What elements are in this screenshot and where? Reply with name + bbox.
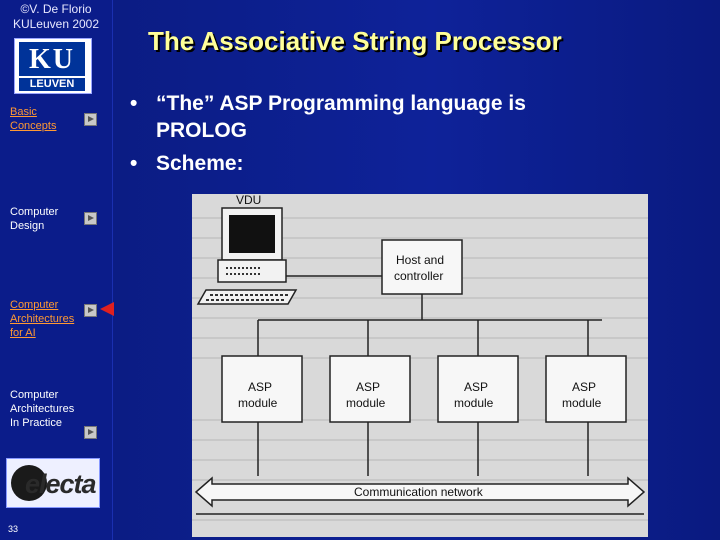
current-section-marker-icon [100,302,114,316]
author-line-2: KULeuven 2002 [12,17,100,31]
slide-title: The Associative String Processor [148,26,562,56]
module-label-line-2: module [562,396,602,410]
host-controller-box: Host and controller [381,239,463,295]
bullet-icon: • [130,92,138,115]
nav-item-label-line-2: Concepts [10,120,57,132]
asp-module-box: ASP module [221,355,303,423]
nav-item-computer-architectures-practice[interactable]: Computer Architectures In Practice [10,388,98,430]
bullet-icon: • [130,152,138,175]
vdu-label: VDU [236,194,261,207]
nav-item-label-line-3: In Practice [10,417,62,429]
nav-arrow-button-computer-design[interactable] [84,212,97,225]
ku-logo-word: LEUVEN [19,78,85,91]
nav-item-computer-architectures-ai[interactable]: Computer Architectures for AI [10,298,98,340]
ku-logo-mark: KU [29,44,75,75]
network-label: Communication network [354,485,484,499]
asp-module-box: ASP module [545,355,627,423]
nav-item-basic-concepts[interactable]: Basic Concepts [10,105,98,133]
module-label-line-1: ASP [356,380,380,394]
bullet-item: • “The” ASP Programming language is PROL… [130,90,710,144]
bullet-text-line-1: Scheme: [156,152,244,175]
nav-item-label-line-2: Architectures [10,313,75,325]
vdu-terminal-icon [196,207,298,305]
asp-module-box: ASP module [437,355,519,423]
nav-arrow-button-computer-architectures-practice[interactable] [84,426,97,439]
asp-architecture-figure: VDU Host and controller [192,194,648,537]
nav-item-label-line-1: Computer [10,299,59,311]
module-label-line-1: ASP [248,380,272,394]
module-label-line-2: module [346,396,386,410]
bullet-list: • “The” ASP Programming language is PROL… [130,90,710,183]
electa-logo-circle-icon [11,465,47,501]
bullet-text-line-2: PROLOG [156,119,248,142]
host-label-line-1: Host and [396,253,444,267]
module-label-line-2: module [454,396,494,410]
nav-item-label-line-1: Basic [10,106,37,118]
asp-module-box: ASP module [329,355,411,423]
bullet-item: • Scheme: [130,150,710,177]
nav-item-computer-design[interactable]: Computer Design [10,205,98,233]
communication-network-arrow: Communication network [194,476,646,508]
nav-arrow-button-computer-architectures-ai[interactable] [84,304,97,317]
author-credit: ©V. De Florio KULeuven 2002 [4,2,108,32]
module-label-line-2: module [238,396,278,410]
nav-item-label-line-2: Design [10,220,45,232]
nav-item-label-line-2: Architectures [10,403,75,415]
module-label-line-1: ASP [464,380,488,394]
ku-leuven-logo: KU LEUVEN [14,38,92,94]
electa-logo-text: electa [25,469,97,499]
nav-item-label-line-1: Computer [10,389,59,401]
host-label-line-2: controller [394,269,443,283]
page-number: 33 [8,524,19,534]
electa-logo: electa [6,458,100,508]
module-label-line-1: ASP [572,380,596,394]
author-line-1: ©V. De Florio [20,2,92,16]
bullet-text-line-1: “The” ASP Programming language is [156,92,526,115]
nav-arrow-button-basic-concepts[interactable] [84,113,97,126]
nav-item-label-line-1: Computer [10,206,59,218]
nav-item-label-line-3: for AI [10,327,36,339]
asp-architecture-diagram: VDU Host and controller [192,194,648,521]
